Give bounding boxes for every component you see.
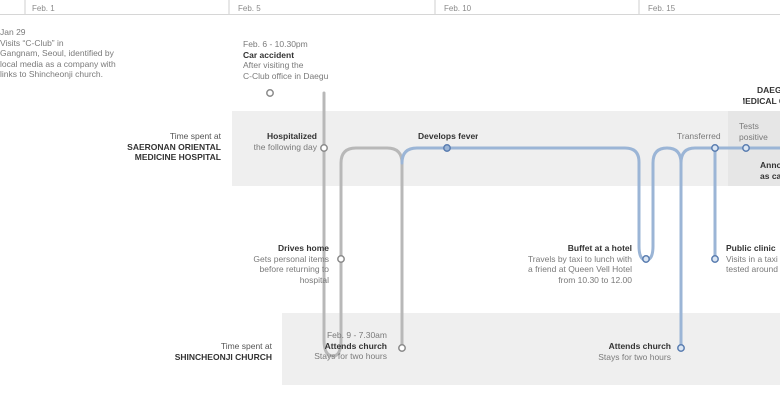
buffet-text: Buffet at a hotel Travels by taxi to lun… xyxy=(528,243,632,285)
hospitalized-text: Hospitalized the following day xyxy=(254,131,317,152)
accident-desc: C-Club office in Daegu xyxy=(243,70,329,81)
car-accident-text: Feb. 6 - 10.30pm Car accident After visi… xyxy=(243,39,328,81)
church-visit-2-text: Attends church Stays for two hours xyxy=(598,341,671,362)
drives-desc: before returning to xyxy=(259,264,329,274)
clinic-title: Public clinic xyxy=(726,243,776,253)
church1-desc: Stays for two hours xyxy=(314,351,387,361)
accident-desc: After visiting the xyxy=(243,60,304,70)
cclub-line: Visits “C-Club” in xyxy=(0,37,64,48)
hospital-caption: Time spent at xyxy=(169,131,221,141)
tests-line: positive xyxy=(739,131,768,142)
transferred-label: Transferred xyxy=(677,131,721,141)
cclub-line: links to Shincheonji church. xyxy=(0,69,104,79)
daegu-line: DAEG xyxy=(757,85,780,95)
node-car-accident xyxy=(266,89,274,97)
church-name: SHINCHEONJI CHURCH xyxy=(174,351,272,362)
church2-desc: Stays for two hours xyxy=(598,351,671,362)
cclub-text: Jan 29 Visits “C-Club” in Gangnam, Seoul… xyxy=(0,27,116,80)
hospitalized-desc: the following day xyxy=(253,141,317,152)
church2-title: Attends church xyxy=(608,341,671,351)
drives-desc: Gets personal items xyxy=(253,253,329,264)
announced-text: Anno as ca xyxy=(760,160,780,181)
hospital-name: MEDICINE HOSPITAL xyxy=(134,152,221,162)
node-church-1 xyxy=(398,344,406,352)
node-buffet xyxy=(642,255,650,263)
fever-title: Develops fever xyxy=(418,131,479,141)
daegu-line: MEDICAL C xyxy=(743,95,780,106)
accident-title: Car accident xyxy=(243,49,295,60)
node-hospitalized xyxy=(320,144,328,152)
church1-title: Attends church xyxy=(324,340,387,351)
church1-date: Feb. 9 - 7.30am xyxy=(326,330,387,340)
date-label: Feb. 5 xyxy=(238,4,261,13)
daegu-label: DAEG MEDICAL C xyxy=(743,85,780,106)
hospital-location-label: Time spent at SAERONAN ORIENTAL MEDICINE… xyxy=(127,131,221,163)
hospital-name: SAERONAN ORIENTAL xyxy=(127,141,221,152)
church-location-label: Time spent at SHINCHEONJI CHURCH xyxy=(175,341,272,362)
buffet-title: Buffet at a hotel xyxy=(567,243,632,253)
node-transferred xyxy=(711,144,719,152)
clinic-desc: tested around xyxy=(726,264,778,274)
node-church-2 xyxy=(677,344,685,352)
timeline-path-grey-2 xyxy=(322,91,404,358)
tests-text: Tests positive xyxy=(739,121,768,142)
drives-desc: hospital xyxy=(299,274,329,285)
hospitalized-title: Hospitalized xyxy=(266,131,317,141)
node-clinic xyxy=(711,255,719,263)
cclub-line: local media as a company with xyxy=(0,58,116,69)
buffet-desc: Travels by taxi to lunch with xyxy=(527,253,632,264)
node-tests xyxy=(742,144,750,152)
drives-home-text: Drives home Gets personal items before r… xyxy=(253,243,329,285)
date-label: Feb. 1 xyxy=(32,4,55,13)
buffet-desc: a friend at Queen Vell Hotel xyxy=(528,264,632,274)
cclub-line: Gangnam, Seoul, identified by xyxy=(0,48,114,58)
church-visit-1-text: Feb. 9 - 7.30am Attends church Stays for… xyxy=(314,330,387,362)
date-label: Feb. 10 xyxy=(444,4,472,13)
node-fever xyxy=(443,144,451,152)
clinic-desc: Visits in a taxi t xyxy=(726,253,780,264)
buffet-desc: from 10.30 to 12.00 xyxy=(558,274,632,285)
church-band xyxy=(282,313,780,385)
announced-line: Anno xyxy=(760,160,780,170)
node-drives-home xyxy=(337,255,345,263)
date-label: Feb. 15 xyxy=(648,4,676,13)
drives-title: Drives home xyxy=(277,243,329,253)
date-ticks xyxy=(24,0,640,14)
church-caption: Time spent at xyxy=(220,341,272,351)
tests-line: Tests xyxy=(739,121,759,131)
cclub-date: Jan 29 xyxy=(0,27,26,37)
announced-line: as ca xyxy=(760,170,780,181)
clinic-text: Public clinic Visits in a taxi t tested … xyxy=(726,243,780,275)
accident-date: Feb. 6 - 10.30pm xyxy=(243,39,308,49)
